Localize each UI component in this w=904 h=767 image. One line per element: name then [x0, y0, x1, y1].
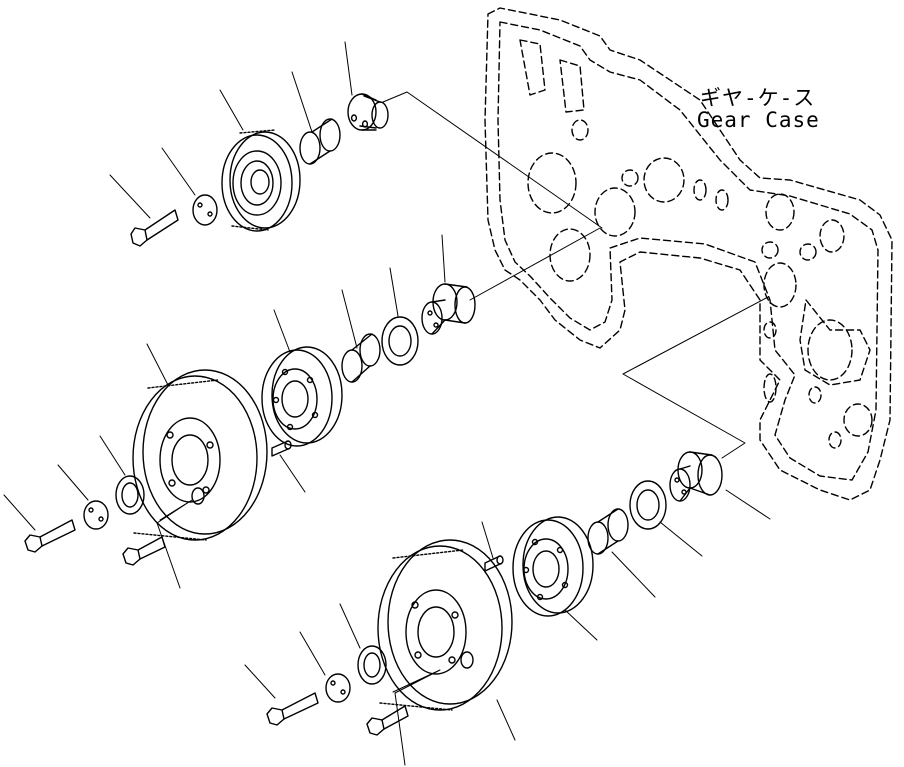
- middle-gear-assembly: [24, 283, 476, 566]
- middle-bolt-2: [122, 536, 166, 566]
- middle-shaft: [421, 283, 476, 335]
- middle-bushing: [341, 333, 381, 383]
- lower-thrust-washer-2: [357, 645, 387, 685]
- middle-retainer: [83, 500, 109, 530]
- lower-bushing: [587, 508, 629, 555]
- upper-bolt: [130, 209, 179, 247]
- middle-bolt: [24, 519, 76, 553]
- lower-retainer: [325, 673, 351, 703]
- middle-small-gear: [261, 346, 343, 447]
- lower-bolt-2: [366, 705, 409, 736]
- upper-gear: [221, 129, 301, 232]
- middle-dowel-pin: [271, 440, 292, 457]
- upper-retainer: [192, 194, 218, 226]
- lower-small-gear: [512, 516, 594, 617]
- gear-case-label-en: Gear Case: [697, 108, 820, 132]
- lower-shaft: [669, 451, 723, 502]
- middle-large-gear: [132, 369, 268, 541]
- upper-shaft: [347, 93, 389, 131]
- lower-thrust-washer: [629, 480, 667, 530]
- gear-case: [484, 7, 893, 501]
- leader-lines: [3, 41, 771, 766]
- middle-thrust-washer: [381, 316, 419, 366]
- middle-thrust-washer-2: [115, 475, 145, 515]
- gear-case-label-jp: ギヤ-ケ-ス: [700, 86, 816, 110]
- lower-bolt: [266, 692, 319, 726]
- upper-gear-assembly: [130, 93, 389, 247]
- lower-dowel-pin: [484, 555, 504, 572]
- lower-large-gear: [377, 539, 513, 711]
- lower-gear-assembly: [266, 451, 723, 736]
- upper-bushing: [299, 118, 341, 165]
